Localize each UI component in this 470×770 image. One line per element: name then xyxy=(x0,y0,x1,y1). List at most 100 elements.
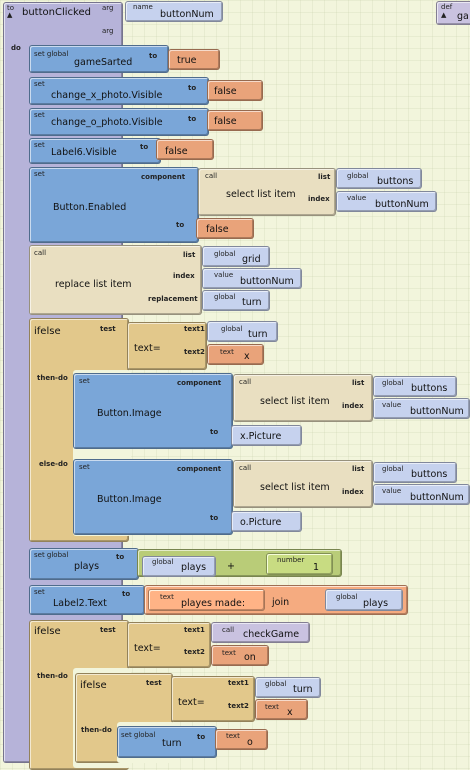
replace-list-item-block[interactable] xyxy=(29,245,202,315)
global-plays-block[interactable] xyxy=(325,589,403,611)
text-playes-block[interactable] xyxy=(148,589,265,611)
ifelse-label: ifelse xyxy=(34,326,61,337)
text-x-block[interactable] xyxy=(207,344,264,365)
ifelse-label: ifelse xyxy=(34,626,61,637)
false-block[interactable] xyxy=(196,218,254,239)
global-buttons-block[interactable] xyxy=(373,462,457,483)
global-label: global xyxy=(152,558,174,566)
list-label: list xyxy=(352,379,365,387)
set-label: set xyxy=(79,463,90,471)
turn-var: turn xyxy=(293,684,313,695)
o-picture-block[interactable] xyxy=(231,511,302,532)
list-label: list xyxy=(352,465,365,473)
false-block[interactable] xyxy=(207,80,263,101)
select-list-item-block[interactable] xyxy=(233,374,373,422)
set-global-plays-block[interactable] xyxy=(29,548,139,580)
plus-op: + xyxy=(227,561,235,572)
global-turn-block[interactable] xyxy=(207,321,278,342)
false-block[interactable] xyxy=(207,110,263,131)
text-x-block[interactable] xyxy=(255,699,308,720)
property-name: Label6.Visible xyxy=(51,147,117,158)
text1-label: text1 xyxy=(228,679,249,687)
set-button-image-block[interactable] xyxy=(73,373,233,449)
text-equals-block[interactable] xyxy=(127,322,207,370)
value-buttonNum-block[interactable] xyxy=(202,268,302,289)
text-equals-op: text= xyxy=(134,343,161,354)
text1-label: text1 xyxy=(184,626,205,634)
then-do-label: then-do xyxy=(37,374,68,382)
arg-label-2: arg xyxy=(102,27,114,35)
collapse-arrow-icon[interactable]: ▲ xyxy=(7,11,13,19)
value-buttonNum-block[interactable] xyxy=(336,191,437,212)
text-value: x xyxy=(244,351,250,362)
true-block[interactable] xyxy=(168,49,220,70)
property-name: Button.Image xyxy=(97,494,162,505)
property-name: Label2.Text xyxy=(53,598,107,609)
text-equals-block[interactable] xyxy=(171,676,255,722)
global-buttons-block[interactable] xyxy=(373,376,457,397)
def-name: ga xyxy=(457,11,469,22)
plays-var: plays xyxy=(181,562,207,573)
index-var: buttonNum xyxy=(375,199,429,210)
text-equals-op: text= xyxy=(134,643,161,654)
arg-name-block[interactable] xyxy=(125,1,223,22)
component-label: component xyxy=(177,379,222,387)
value-label: value xyxy=(347,194,367,202)
x-picture-block[interactable] xyxy=(231,425,302,446)
set-label6-visible-block[interactable] xyxy=(29,138,161,164)
global-turn-block[interactable] xyxy=(202,290,270,311)
list-label: list xyxy=(318,173,331,181)
set-global-label: set global xyxy=(34,50,69,58)
text-value: o xyxy=(247,737,253,748)
set-change-x-visible-block[interactable] xyxy=(29,77,209,105)
arg-label-1: arg xyxy=(102,4,114,12)
call-label: call xyxy=(239,378,252,386)
index-label: index xyxy=(173,272,195,280)
component-label: component xyxy=(141,173,186,181)
index-var: buttonNum xyxy=(410,406,464,417)
global-turn-block[interactable] xyxy=(255,677,321,698)
set-label: set xyxy=(34,141,45,149)
to-label: to xyxy=(188,115,197,123)
def-collapse-icon[interactable]: ▲ xyxy=(441,11,447,19)
global-plays-block[interactable] xyxy=(142,556,216,577)
global-grid-block[interactable] xyxy=(202,246,270,267)
value-label: value xyxy=(382,401,402,409)
set-button-enabled-block[interactable] xyxy=(29,167,199,243)
set-change-o-visible-block[interactable] xyxy=(29,108,209,136)
join-label: join xyxy=(272,597,290,608)
text-value: x xyxy=(287,707,293,718)
number-block[interactable] xyxy=(266,553,333,575)
global-buttons-block[interactable] xyxy=(336,168,422,189)
text-on-block[interactable] xyxy=(211,645,269,666)
number-label: number xyxy=(277,556,305,564)
text-o-block[interactable] xyxy=(215,729,268,750)
procedure-name[interactable]: buttonClicked xyxy=(22,7,91,18)
call-checkGame-block[interactable] xyxy=(211,622,310,643)
inner-test-label: test xyxy=(146,679,162,687)
set-global-gameSarted-block[interactable] xyxy=(29,45,169,73)
text-label: text xyxy=(226,732,240,740)
def-block[interactable] xyxy=(436,1,470,25)
text-label: text xyxy=(222,649,236,657)
select-list-item-block[interactable] xyxy=(233,460,373,508)
set-label: set xyxy=(34,111,45,119)
set-button-image-block[interactable] xyxy=(73,459,233,535)
function-name: select list item xyxy=(260,396,330,407)
arg-name-value: buttonNum xyxy=(160,9,214,20)
property-name: change_x_photo.Visible xyxy=(51,90,163,101)
global-label: global xyxy=(336,593,358,601)
false-block[interactable] xyxy=(156,139,214,160)
call-label: call xyxy=(205,172,218,180)
select-list-item-block[interactable] xyxy=(198,168,336,216)
index-label: index xyxy=(342,488,364,496)
text-equals-block[interactable] xyxy=(127,622,211,668)
list-var: buttons xyxy=(411,469,448,480)
set-global-turn-block[interactable] xyxy=(117,726,217,758)
call-label: call xyxy=(34,249,47,257)
value-label: value xyxy=(382,487,402,495)
test-label: test xyxy=(100,626,116,634)
set-label2-text-block[interactable] xyxy=(29,585,145,615)
test-label: test xyxy=(100,325,116,333)
function-name: select list item xyxy=(226,189,296,200)
